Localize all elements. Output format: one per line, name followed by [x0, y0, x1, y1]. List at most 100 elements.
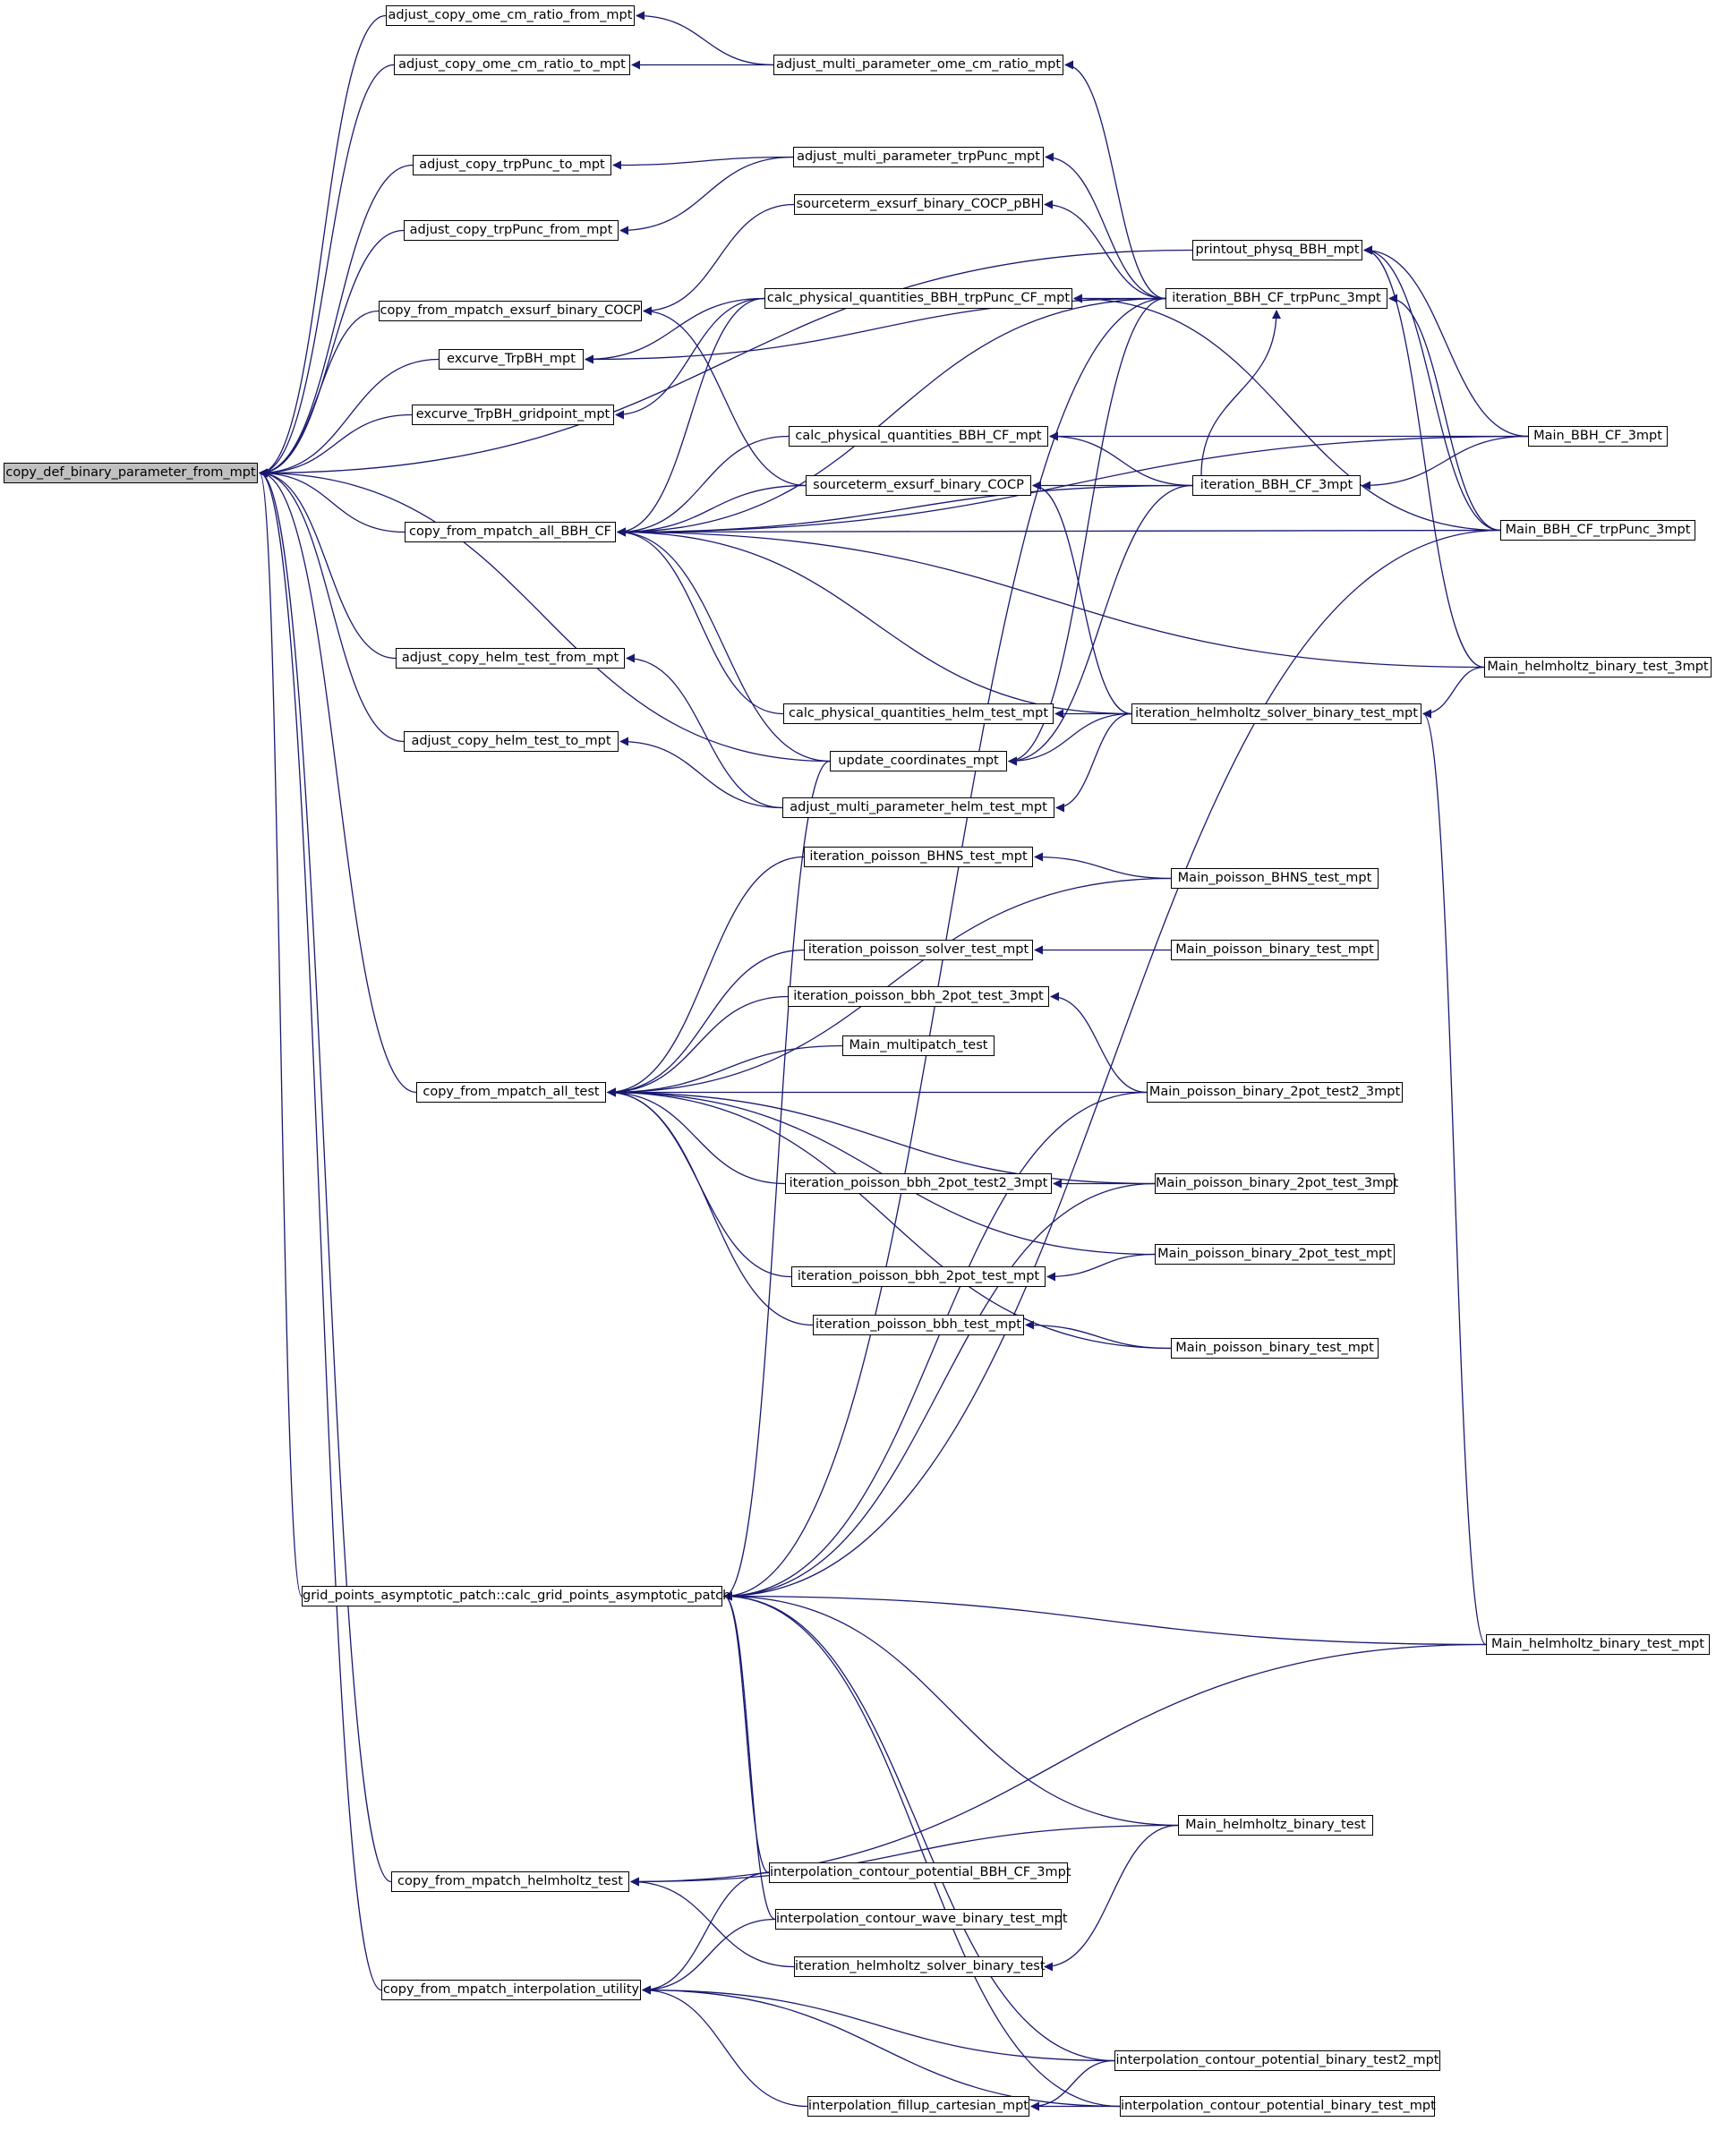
node-r13[interactable]: interpolation_contour_potential_binary_t… [1120, 2096, 1436, 2117]
node-m19[interactable]: iteration_helmholtz_solver_binary_test [794, 1956, 1046, 1977]
edge-r2-to-n8 [617, 297, 1166, 537]
edge-n11-to-root [259, 468, 417, 1094]
node-m9[interactable]: adjust_multi_parameter_helm_test_mpt [782, 797, 1054, 818]
node-n8[interactable]: copy_from_mpatch_all_BBH_CF [405, 522, 616, 542]
edge-m8-to-root [259, 468, 831, 763]
edge-m2-to-n4 [619, 156, 794, 235]
node-m10[interactable]: iteration_poisson_BHNS_test_mpt [804, 847, 1033, 867]
node-m8[interactable]: update_coordinates_mpt [830, 751, 1007, 771]
edge-m18-to-n12 [723, 1591, 776, 1921]
node-m18[interactable]: interpolation_contour_wave_binary_test_m… [775, 1909, 1068, 1930]
edge-n5-to-root [259, 310, 380, 478]
node-m14[interactable]: iteration_poisson_bbh_2pot_test2_3mpt [785, 1173, 1052, 1194]
node-m1[interactable]: adjust_multi_parameter_ome_cm_ratio_mpt [773, 55, 1063, 75]
node-r10[interactable]: Main_poisson_binary_test_mpt [1171, 1338, 1379, 1359]
edge-r4-to-m6 [1032, 481, 1132, 715]
edge-n6-to-root [259, 358, 440, 478]
edge-m10-to-n11 [607, 856, 805, 1097]
node-m6[interactable]: sourceterm_exsurf_binary_COCP [806, 475, 1031, 496]
edge-r7-to-n12 [723, 1091, 1148, 1601]
edge-m17-to-n14 [642, 1871, 770, 1995]
node-f2[interactable]: Main_BBH_CF_trpPunc_3mpt [1500, 520, 1695, 541]
node-r12[interactable]: interpolation_contour_potential_binary_t… [1114, 2050, 1440, 2071]
node-n10[interactable]: adjust_copy_helm_test_to_mpt [404, 731, 619, 752]
edge-r11-to-n12 [723, 1591, 1179, 1827]
node-n7[interactable]: excurve_TrpBH_gridpoint_mpt [412, 405, 614, 425]
node-r3[interactable]: iteration_BBH_CF_3mpt [1192, 475, 1361, 496]
edge-r12-to-m20 [1030, 2059, 1115, 2111]
node-m4[interactable]: calc_physical_quantities_BBH_trpPunc_CF_… [764, 288, 1072, 309]
edge-f2-to-m4 [1073, 294, 1501, 532]
node-m20[interactable]: interpolation_fillup_cartesian_mpt [807, 2096, 1029, 2117]
node-m7[interactable]: calc_physical_quantities_helm_test_mpt [783, 703, 1054, 724]
edge-f3-to-r1 [1363, 245, 1485, 669]
node-r11[interactable]: Main_helmholtz_binary_test [1178, 1815, 1373, 1836]
node-f1[interactable]: Main_BBH_CF_3mpt [1528, 426, 1668, 447]
node-n9[interactable]: adjust_copy_helm_test_from_mpt [396, 648, 625, 669]
node-n6[interactable]: excurve_TrpBH_mpt [439, 349, 584, 370]
edge-r2-to-m1 [1064, 60, 1166, 300]
node-n1[interactable]: adjust_copy_ome_cm_ratio_from_mpt [386, 5, 635, 26]
edge-group [259, 11, 1529, 2111]
edge-r5-to-n11 [607, 877, 1172, 1097]
node-f3[interactable]: Main_helmholtz_binary_test_3mpt [1484, 657, 1712, 677]
node-r1[interactable]: printout_physq_BBH_mpt [1192, 240, 1362, 260]
edge-m4-to-n6 [585, 297, 765, 364]
edge-r13-to-n12 [723, 1591, 1121, 2108]
edge-r7-to-m12 [1050, 992, 1148, 1094]
edge-m19-to-n13 [630, 1877, 795, 1968]
node-n3[interactable]: adjust_copy_trpPunc_to_mpt [413, 155, 611, 175]
node-m16[interactable]: iteration_poisson_bbh_test_mpt [813, 1315, 1024, 1335]
node-r2[interactable]: iteration_BBH_CF_trpPunc_3mpt [1165, 288, 1387, 309]
edge-r4-to-n8 [617, 527, 1132, 715]
edge-m11-to-n11 [607, 949, 805, 1097]
node-root[interactable]: copy_def_binary_parameter_from_mpt [4, 463, 258, 483]
node-m12[interactable]: iteration_poisson_bbh_2pot_test_3mpt [788, 986, 1049, 1007]
node-r9[interactable]: Main_poisson_binary_2pot_test_mpt [1155, 1244, 1395, 1265]
edge-f3-to-n8 [617, 527, 1485, 669]
node-r5[interactable]: Main_poisson_BHNS_test_mpt [1171, 868, 1379, 889]
node-n13[interactable]: copy_from_mpatch_helmholtz_test [391, 1871, 629, 1892]
edge-r12-to-n12 [723, 1591, 1115, 2062]
edge-m4-to-n7 [615, 297, 765, 420]
node-r8[interactable]: Main_poisson_binary_2pot_test_3mpt [1155, 1173, 1398, 1194]
node-m13[interactable]: Main_multipatch_test [842, 1035, 995, 1056]
edge-n12-to-root [259, 468, 303, 1598]
edge-r4-to-m8 [1008, 712, 1132, 766]
node-m3[interactable]: sourceterm_exsurf_binary_COCP_pBH [794, 194, 1043, 215]
edge-m6-to-n5 [643, 306, 807, 487]
node-n12[interactable]: grid_points_asymptotic_patch::calc_grid_… [302, 1586, 730, 1606]
node-m5[interactable]: calc_physical_quantities_BBH_CF_mpt [789, 426, 1048, 447]
edge-f2-to-r1 [1363, 245, 1501, 532]
node-m17[interactable]: interpolation_contour_potential_BBH_CF_3… [769, 1862, 1071, 1883]
edge-r2-to-m8 [1008, 297, 1166, 766]
edge-n1-to-root [259, 14, 387, 478]
edge-r3-to-m8 [1008, 484, 1193, 766]
node-n4[interactable]: adjust_copy_trpPunc_from_mpt [404, 220, 619, 241]
node-n14[interactable]: copy_from_mpatch_interpolation_utility [381, 1980, 641, 2000]
edge-f2-to-n8 [617, 527, 1501, 537]
node-n2[interactable]: adjust_copy_ome_cm_ratio_to_mpt [394, 55, 630, 75]
node-r4[interactable]: iteration_helmholtz_solver_binary_test_m… [1131, 703, 1421, 724]
node-r7[interactable]: Main_poisson_binary_2pot_test2_3mpt [1147, 1082, 1403, 1103]
node-m2[interactable]: adjust_multi_parameter_trpPunc_mpt [793, 147, 1044, 167]
edge-n13-to-root [259, 468, 392, 1883]
node-n11[interactable]: copy_from_mpatch_all_test [416, 1082, 606, 1103]
edge-r2-to-m3 [1044, 200, 1166, 300]
node-n5[interactable]: copy_from_mpatch_exsurf_binary_COCP [379, 301, 642, 321]
edge-f4-to-n12 [723, 1591, 1487, 1646]
edge-f3-to-r4 [1422, 666, 1485, 719]
edge-r2-to-m2 [1045, 152, 1166, 300]
node-m15[interactable]: iteration_poisson_bbh_2pot_test_mpt [791, 1266, 1046, 1287]
node-m11[interactable]: iteration_poisson_solver_test_mpt [804, 940, 1033, 960]
edge-m17-to-n12 [723, 1591, 770, 1874]
edge-m16-to-n11 [607, 1087, 814, 1326]
edge-m3-to-n5 [643, 203, 795, 316]
node-r6[interactable]: Main_poisson_binary_test_mpt [1171, 940, 1379, 960]
edge-f1-to-r3 [1362, 435, 1529, 490]
edge-r12-to-n14 [642, 1985, 1115, 2062]
node-f4[interactable]: Main_helmholtz_binary_test_mpt [1486, 1634, 1710, 1655]
edge-n3-to-root [259, 164, 414, 478]
edge-m4-to-n8 [617, 297, 765, 537]
